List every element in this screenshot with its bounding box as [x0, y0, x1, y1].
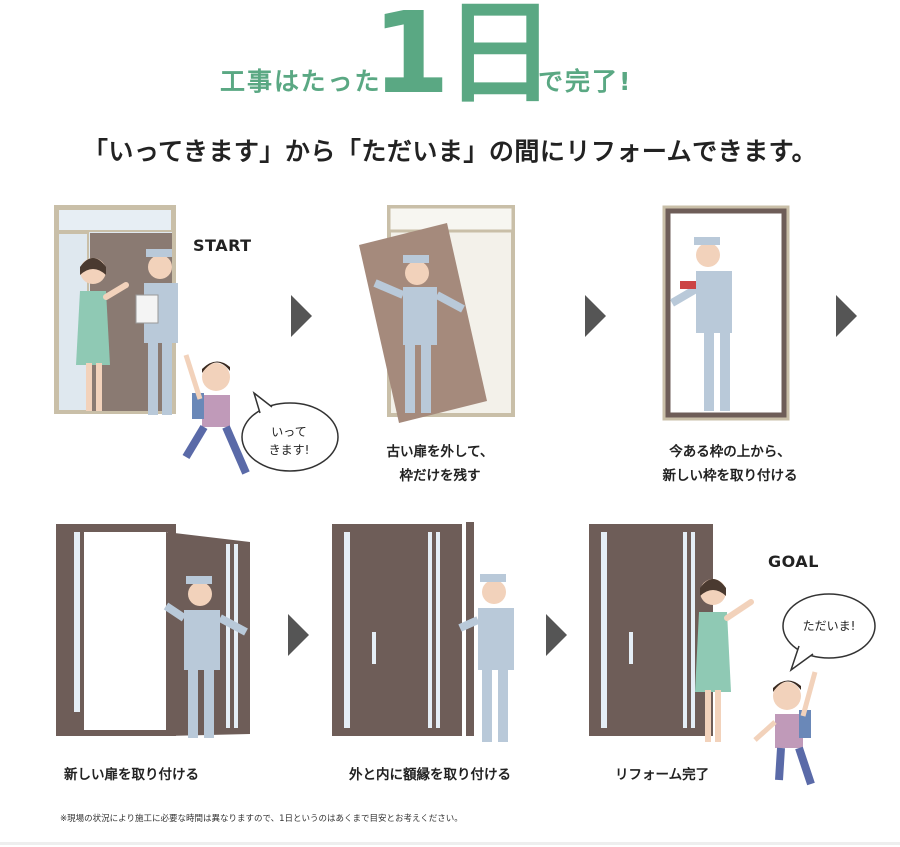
- start-label: START: [193, 236, 252, 255]
- step-3-caption: 今ある枠の上から、 新しい枠を取り付ける: [630, 440, 830, 488]
- arrow-right-icon: [546, 614, 567, 656]
- step-1-illustration: [50, 205, 350, 495]
- step-3-caption-line-1: 今ある枠の上から、: [669, 444, 791, 460]
- step-4-caption-line-1: 新しい扉を取り付ける: [64, 767, 199, 783]
- step-6-caption-line-1: リフォーム完了: [615, 767, 710, 783]
- arrow-right-icon: [288, 614, 309, 656]
- arrow-right-icon: [291, 295, 312, 337]
- headline-prefix: 工事はたった: [220, 67, 382, 96]
- step-4-illustration: [50, 522, 265, 744]
- step-5-illustration: [330, 522, 530, 752]
- arrow-right-icon: [836, 295, 857, 337]
- bubble-start-line-1: いって: [271, 425, 307, 439]
- subtitle: 「いってきます」から「ただいま」の間にリフォームできます。: [82, 137, 818, 166]
- goal-label: GOAL: [768, 552, 819, 571]
- step-2-caption: 古い扉を外して、 枠だけを残す: [355, 440, 525, 488]
- bottom-divider: [0, 842, 900, 845]
- bubble-start-line-2: きます!: [268, 443, 310, 457]
- headline-highlight: 1日: [372, 0, 556, 119]
- headline-suffix: で完了!: [538, 67, 633, 96]
- step-6-illustration: [585, 522, 885, 807]
- bubble-goal-text: ただいま!: [802, 619, 856, 633]
- step-5-caption-line-1: 外と内に額縁を取り付ける: [349, 767, 511, 783]
- step-5-caption: 外と内に額縁を取り付ける: [320, 763, 540, 787]
- footnote: ※現場の状況により施工に必要な時間は異なりますので、1日というのはあくまで目安と…: [60, 814, 463, 824]
- step-3-illustration: [650, 205, 810, 425]
- speech-bubble-start: いって きます!: [256, 423, 322, 459]
- step-2-illustration: [355, 205, 525, 425]
- step-4-caption: 新しい扉を取り付ける: [50, 763, 244, 787]
- step-2-caption-line-2: 枠だけを残す: [399, 468, 481, 484]
- step-3-caption-line-2: 新しい枠を取り付ける: [662, 468, 798, 484]
- arrow-right-icon: [585, 295, 606, 337]
- step-6-caption: リフォーム完了: [595, 763, 745, 787]
- step-2-caption-line-1: 古い扉を外して、: [386, 444, 494, 460]
